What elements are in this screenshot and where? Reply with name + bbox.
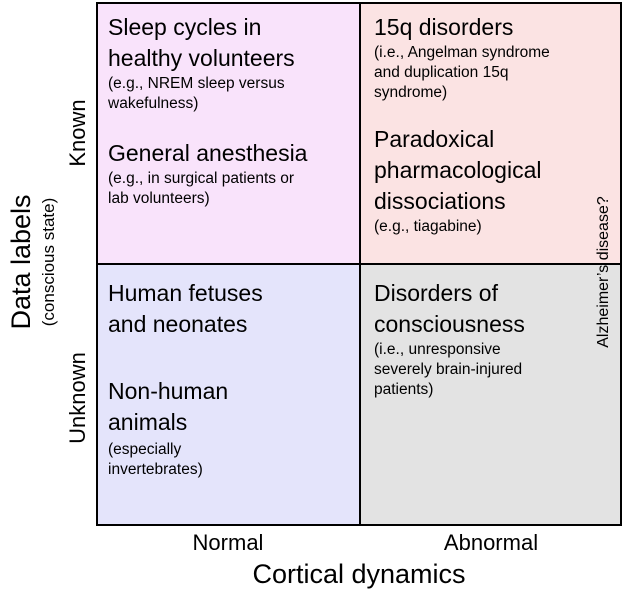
item-15q-disorders: 15q disorders (i.e., Angelman syndrome a… [374,12,550,103]
item-title-line: consciousness [374,311,525,337]
item-title-line: dissociations [374,188,506,214]
item-title-line: 15q disorders [374,14,514,40]
quadrant-unknown-normal [96,264,360,526]
item-title-line: Sleep cycles in [108,14,262,40]
item-title-line: pharmacological [374,157,542,183]
item-title-line: Paradoxical [374,126,495,152]
quadrant-unknown-abnormal [360,264,622,526]
horizontal-divider [96,263,622,265]
item-subtitle-line: (e.g., NREM sleep versus [108,75,285,92]
item-subtitle-line: wakefulness) [108,95,199,112]
y-axis-subtitle: (conscious state) [39,197,58,327]
item-subtitle-line: (especially [108,441,182,458]
item-subtitle-line: (e.g., tiagabine) [374,218,482,235]
y-tick-unknown: Unknown [65,352,90,444]
item-subtitle-line: invertebrates) [108,461,203,478]
item-subtitle-line: syndrome) [374,84,448,101]
x-tick-abnormal: Abnormal [443,530,539,555]
item-non-human-animals: Non-human animals (especially invertebra… [108,376,228,480]
item-title-line: Disorders of [374,280,498,306]
item-title-line: Non-human [108,378,229,404]
item-title-line: animals [108,409,188,435]
y-axis-title: Data labels [6,194,36,330]
item-subtitle-line: (i.e., Angelman syndrome [374,44,550,61]
item-title-line: healthy volunteers [108,45,295,71]
item-title-line: Human fetuses [108,280,263,306]
quadrant-known-normal [96,2,360,264]
alzheimers-annotation: Alzheimer’s disease? [595,196,612,348]
item-subtitle-line: patients) [374,381,434,398]
quadrant-known-abnormal [360,2,622,264]
item-subtitle-line: (e.g., in surgical patients or [108,170,295,187]
y-tick-known: Known [65,99,90,167]
x-tick-normal: Normal [192,530,264,555]
item-subtitle-line: lab volunteers) [108,190,210,207]
x-axis-title: Cortical dynamics [252,559,466,589]
item-subtitle-line: and duplication 15q [374,64,509,81]
item-subtitle-line: severely brain-injured [374,361,523,378]
item-human-fetuses: Human fetuses and neonates [108,278,263,340]
item-general-anesthesia: General anesthesia (e.g., in surgical pa… [108,138,307,209]
item-disorders-of-consciousness: Disorders of consciousness (i.e., unresp… [374,278,525,400]
item-sleep-cycles: Sleep cycles in healthy volunteers (e.g.… [108,12,295,114]
item-title-line: General anesthesia [108,140,308,166]
item-title-line: and neonates [108,311,248,337]
item-paradoxical-dissociations: Paradoxical pharmacological dissociation… [374,124,541,237]
item-subtitle-line: (i.e., unresponsive [374,341,501,358]
